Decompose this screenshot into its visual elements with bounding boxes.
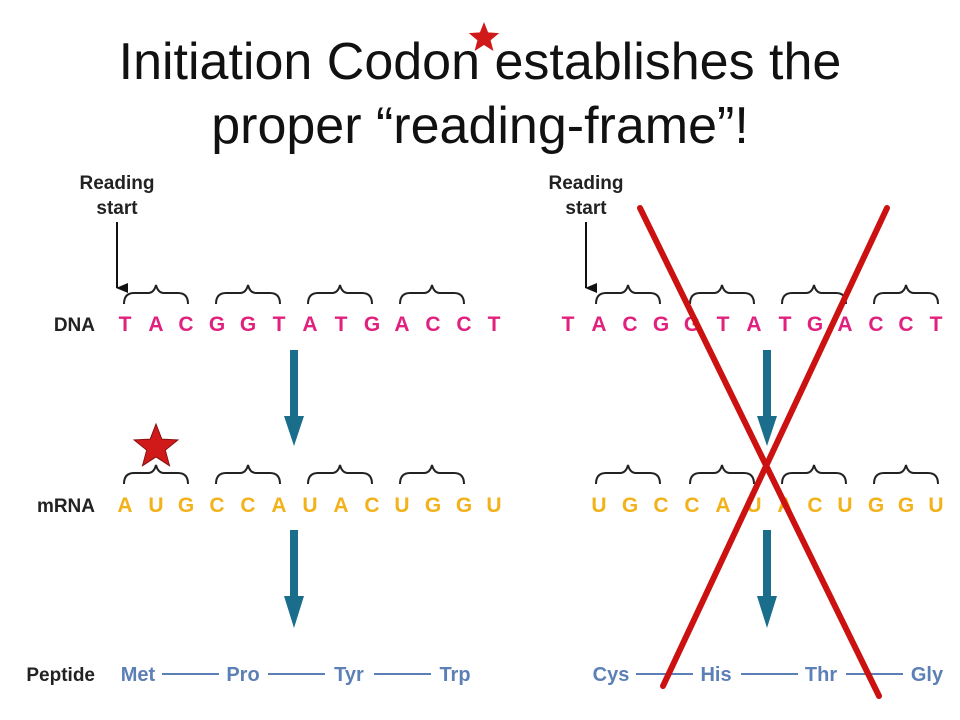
codon-brace [781, 284, 847, 305]
right-reading-start-label-2: start [565, 198, 607, 219]
codon-brace [595, 464, 661, 485]
mrna-base: G [178, 494, 194, 517]
title-star-icon [468, 22, 500, 51]
mrna-base: G [898, 494, 914, 517]
mrna-base: U [591, 494, 606, 517]
mrna-base: G [622, 494, 638, 517]
dna-base: G [653, 313, 669, 336]
mrna-base: U [394, 494, 409, 517]
codon-brace [873, 464, 939, 485]
mrna-base: U [302, 494, 317, 517]
codon-brace [123, 284, 189, 305]
mrna-base: A [333, 494, 348, 517]
dna-base: T [779, 313, 792, 336]
mrna-base: C [209, 494, 224, 517]
amino-acid: Met [121, 664, 156, 686]
dna-base: T [717, 313, 730, 336]
mrna-base: U [928, 494, 943, 517]
right-peptide-chain: Cys His Thr Gly [593, 664, 944, 686]
amino-acid: His [700, 664, 731, 686]
cross-out-mark [637, 205, 890, 699]
dna-base: C [898, 313, 913, 336]
dna-base: T [335, 313, 348, 336]
right-reading-start-label-1: Reading [549, 173, 624, 194]
dna-base: C [456, 313, 471, 336]
dna-base: G [240, 313, 256, 336]
amino-acid: Tyr [334, 664, 364, 686]
amino-acid: Thr [805, 664, 837, 686]
codon-brace [215, 464, 281, 485]
start-codon-star-icon [132, 422, 180, 467]
mrna-base: A [271, 494, 286, 517]
mrna-base: C [240, 494, 255, 517]
left-dna-codon-braces [123, 284, 465, 305]
mrna-base: C [807, 494, 822, 517]
slide-title-line-2: proper “reading-frame”! [211, 97, 749, 155]
codon-brace [595, 284, 661, 305]
mrna-base: U [148, 494, 163, 517]
dna-base: T [930, 313, 943, 336]
amino-acid: Cys [593, 664, 630, 686]
codon-brace [307, 284, 373, 305]
left-translation-arrow-icon [284, 530, 304, 628]
codon-brace [215, 284, 281, 305]
dna-base: A [746, 313, 761, 336]
dna-base: C [178, 313, 193, 336]
dna-base: A [148, 313, 163, 336]
codon-brace [689, 284, 755, 305]
left-peptide-chain: Met Pro Tyr Trp [121, 664, 471, 686]
dna-base: C [425, 313, 440, 336]
codon-brace [307, 464, 373, 485]
left-reading-start-label-1: Reading [80, 173, 155, 194]
left-transcription-arrow-icon [284, 350, 304, 446]
codon-brace [689, 464, 755, 485]
dna-base: C [622, 313, 637, 336]
left-dna-sequence: T A C G G T A T G A C C T [119, 313, 501, 336]
dna-base: T [488, 313, 501, 336]
dna-base: A [837, 313, 852, 336]
amino-acid: Gly [911, 664, 944, 686]
codon-brace [399, 464, 465, 485]
dna-base: A [591, 313, 606, 336]
dna-base: T [273, 313, 286, 336]
dna-base: T [119, 313, 132, 336]
codon-brace [123, 464, 189, 485]
mrna-base: U [837, 494, 852, 517]
mrna-base: C [684, 494, 699, 517]
dna-base: G [209, 313, 225, 336]
right-translation-arrow-icon [757, 530, 777, 628]
mrna-base: U [486, 494, 501, 517]
dna-base: C [868, 313, 883, 336]
mrna-base: G [868, 494, 884, 517]
left-mrna-codon-braces [123, 464, 465, 485]
mrna-base: C [364, 494, 379, 517]
codon-brace [781, 464, 847, 485]
left-reading-start-label-2: start [96, 198, 138, 219]
mrna-base: A [715, 494, 730, 517]
right-mrna-sequence: U G C C A U A C U G G U [591, 494, 943, 517]
right-transcription-arrow-icon [757, 350, 777, 446]
left-mrna-sequence: A U G C C A U A C U G G U [117, 494, 501, 517]
dna-base: G [364, 313, 380, 336]
right-mrna-codon-braces [595, 464, 939, 485]
dna-base: T [562, 313, 575, 336]
dna-row-label: DNA [54, 315, 95, 336]
mrna-base: A [117, 494, 132, 517]
amino-acid: Trp [439, 664, 470, 686]
dna-base: A [302, 313, 317, 336]
right-dna-sequence: T A C G G T A T G A C C T [562, 313, 943, 336]
peptide-row-label: Peptide [26, 665, 95, 686]
codon-brace [399, 284, 465, 305]
dna-base: A [394, 313, 409, 336]
amino-acid: Pro [226, 664, 259, 686]
codon-brace [873, 284, 939, 305]
mrna-base: G [425, 494, 441, 517]
right-dna-codon-braces [595, 284, 939, 305]
mrna-base: G [456, 494, 472, 517]
dna-base: G [807, 313, 823, 336]
mrna-row-label: mRNA [37, 496, 95, 517]
mrna-base: C [653, 494, 668, 517]
